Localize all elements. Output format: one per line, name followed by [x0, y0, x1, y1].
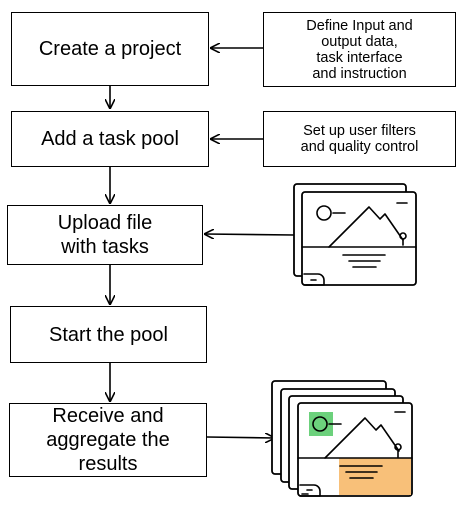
step-upload-file: Upload file with tasks	[7, 205, 203, 265]
input-user-filters-label: Set up user filters and quality control	[300, 123, 419, 155]
step-add-task-pool-label: Add a task pool	[41, 128, 179, 150]
input-user-filters: Set up user filters and quality control	[263, 111, 456, 167]
step-receive-results-label: Receive and aggregate the results	[46, 405, 170, 475]
arrow-receive-to-results	[206, 437, 274, 438]
input-define-data-label: Define Input and output data, task inter…	[306, 17, 413, 82]
step-upload-file-label: Upload file with tasks	[57, 212, 153, 258]
step-create-project-label: Create a project	[38, 38, 182, 60]
highlight-orange	[339, 458, 411, 495]
step-create-project: Create a project	[11, 12, 209, 86]
step-start-pool-label: Start the pool	[49, 323, 168, 346]
arrow-image-to-upload	[205, 234, 295, 235]
step-receive-results: Receive and aggregate the results	[9, 403, 207, 477]
step-add-task-pool: Add a task pool	[11, 111, 209, 167]
input-define-data: Define Input and output data, task inter…	[263, 12, 456, 87]
step-start-pool: Start the pool	[10, 306, 207, 363]
